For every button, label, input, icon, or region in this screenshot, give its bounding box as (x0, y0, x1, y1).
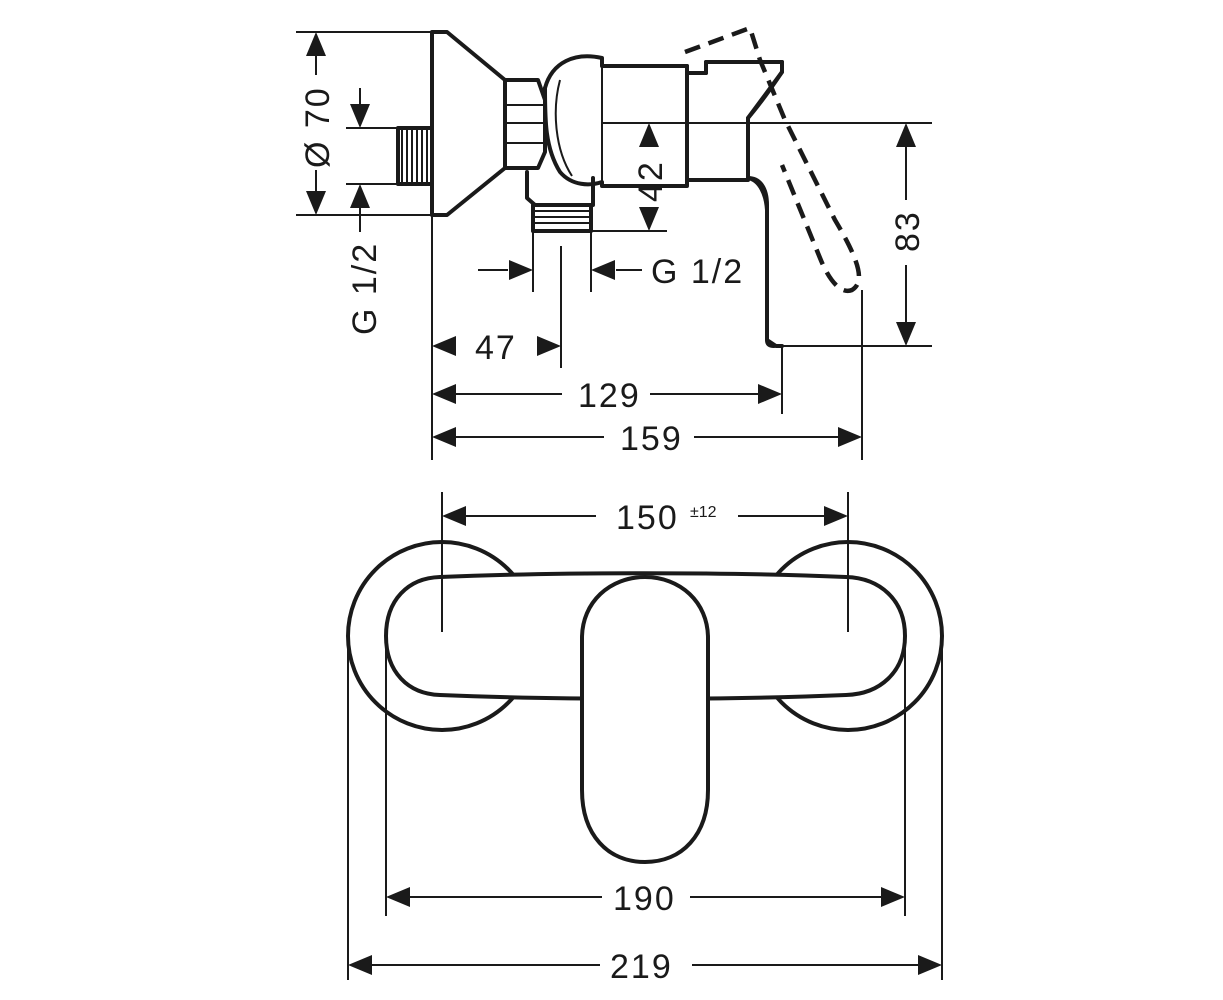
lever (704, 60, 784, 348)
dim-width-219: 219 (610, 948, 673, 986)
front-view: 150 ±12 190 219 (346, 492, 944, 986)
lever-front (580, 575, 710, 864)
dim-depth-47: 47 (475, 329, 517, 367)
wall-rosette (430, 30, 507, 217)
outlet-stem (525, 170, 595, 233)
side-view: Ø 70 G 1/2 42 83 G 1/2 47 (296, 25, 932, 460)
dim-thread-inlet: G 1/2 (346, 242, 384, 335)
dim-width-190: 190 (613, 880, 676, 918)
dim-height-83: 83 (889, 210, 927, 252)
dim-spacing-150: 150 (616, 499, 679, 537)
inlet-nipple (396, 126, 434, 186)
hex-nut (503, 78, 547, 170)
dim-depth-129: 129 (578, 377, 641, 415)
dim-spacing-tolerance: ±12 (690, 504, 717, 521)
dim-diameter-70: Ø 70 (299, 86, 337, 168)
dim-height-42: 42 (632, 160, 670, 202)
dim-thread-outlet: G 1/2 (651, 253, 744, 291)
lever-open-outline (684, 25, 862, 294)
dim-depth-159: 159 (620, 420, 683, 458)
